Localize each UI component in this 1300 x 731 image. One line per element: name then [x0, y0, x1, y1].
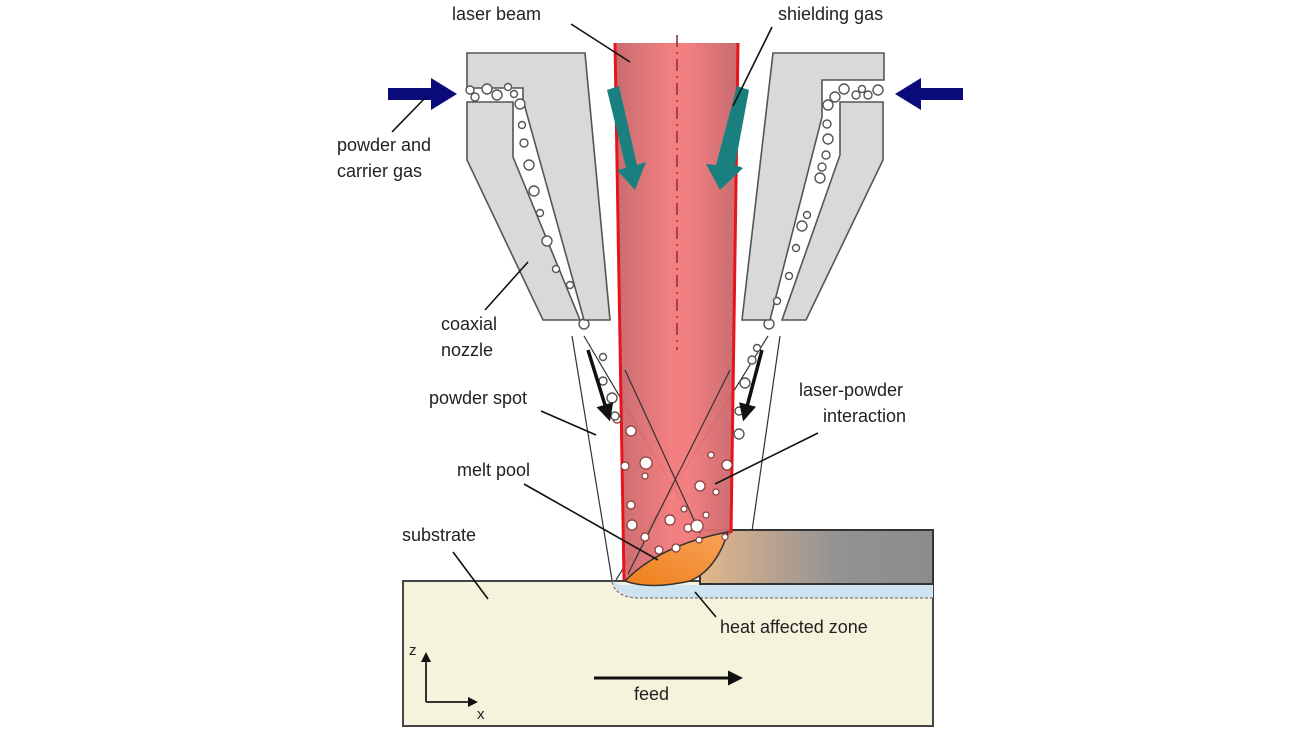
coaxial-nozzle-right	[741, 52, 885, 321]
label-laser-powder-2: interaction	[823, 406, 906, 426]
heat-affected-zone-boundary	[611, 581, 933, 599]
powder-cone-left-outer	[571, 335, 613, 581]
label-coaxial-nozzle-1: coaxial	[441, 314, 497, 334]
leader-melt-pool	[523, 483, 659, 561]
heat-affected-zone	[612, 581, 933, 598]
powder-particles-cone	[578, 318, 775, 440]
substrate-block	[402, 580, 934, 727]
clad-track	[699, 529, 934, 585]
leader-powder-carrier	[391, 97, 426, 133]
powder-flow-arrow-right	[739, 349, 764, 422]
label-powder-carrier-1: powder and	[337, 135, 431, 155]
powder-inlet-arrow-right	[895, 78, 963, 110]
leader-substrate	[452, 551, 489, 600]
label-feed: feed	[634, 684, 669, 704]
leader-laser-beam	[570, 23, 631, 63]
coaxial-nozzle-left	[465, 52, 611, 321]
leader-coaxial-nozzle	[484, 261, 529, 311]
label-powder-spot: powder spot	[429, 388, 527, 408]
axis-indicator	[421, 652, 478, 707]
label-axis-x: x	[477, 706, 485, 723]
leader-laser-powder	[714, 432, 819, 485]
laser-beam	[615, 43, 738, 580]
label-axis-z: z	[409, 642, 417, 659]
melt-pool	[623, 531, 730, 587]
leader-shielding-gas	[732, 26, 773, 107]
laser-beam-edge-left	[613, 42, 626, 581]
label-laser-beam: laser beam	[452, 4, 541, 24]
label-powder-carrier-2: carrier gas	[337, 161, 422, 181]
interaction-line-1	[624, 369, 701, 534]
label-substrate: substrate	[402, 525, 476, 545]
leader-powder-spot	[540, 410, 597, 436]
shielding-gas-arrow-left	[607, 86, 646, 190]
label-coaxial-nozzle-2: nozzle	[441, 340, 493, 360]
shielding-gas-arrow-right	[706, 86, 749, 190]
powder-flow-arrow-left	[586, 349, 614, 422]
label-melt-pool: melt pool	[457, 460, 530, 480]
label-heat-affected-zone: heat affected zone	[720, 617, 868, 637]
leader-heat-affected-zone	[694, 591, 717, 618]
label-shielding-gas: shielding gas	[778, 4, 883, 24]
label-laser-powder-1: laser-powder	[799, 380, 903, 400]
powder-cone-right-outer	[751, 335, 781, 532]
powder-inlet-arrow-left	[388, 78, 457, 110]
